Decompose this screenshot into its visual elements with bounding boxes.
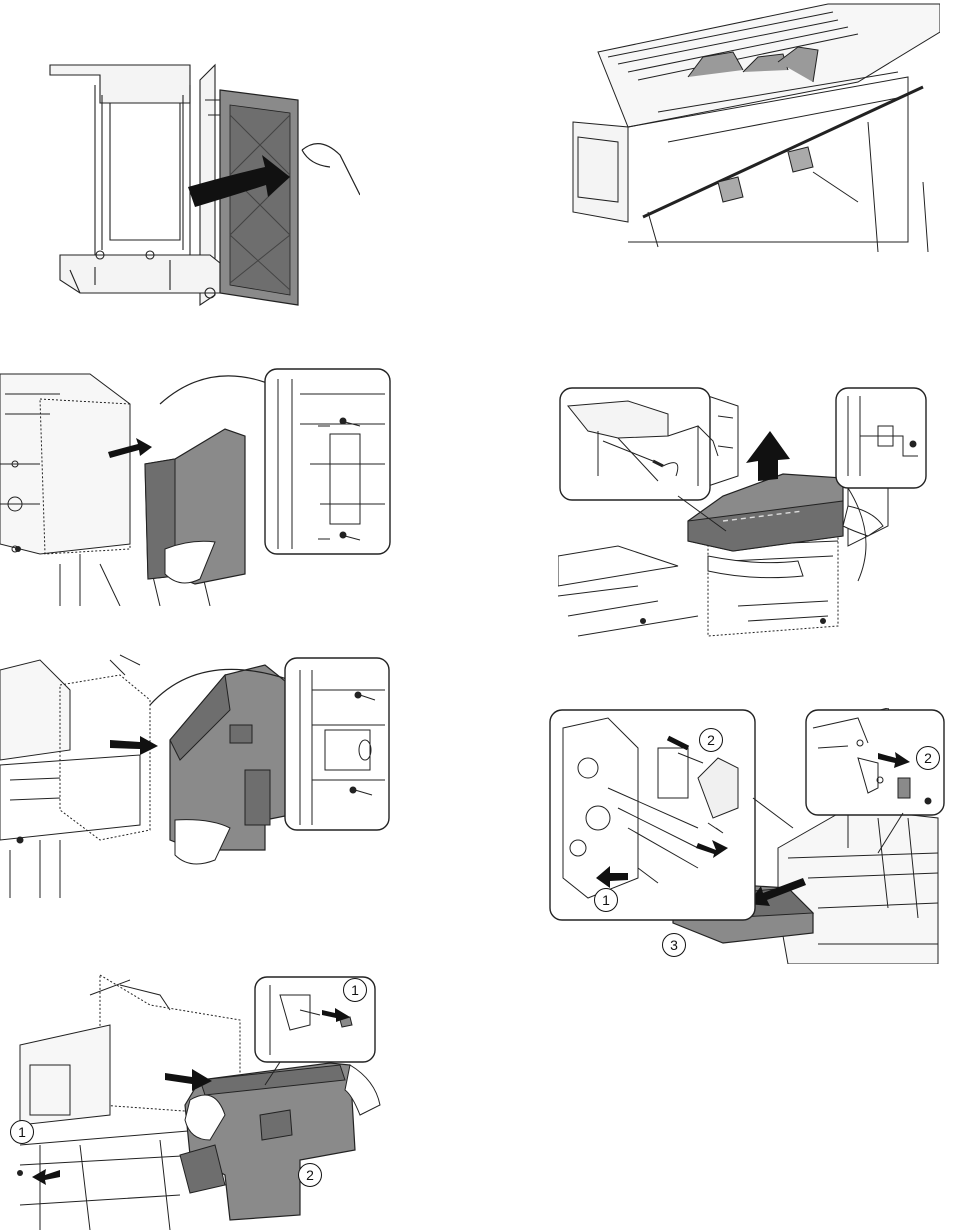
hand-icon xyxy=(175,820,230,864)
fig-roller-shaft xyxy=(568,2,940,260)
rear-cover-illustration xyxy=(0,364,392,606)
door-panel xyxy=(220,90,298,305)
detail-inset xyxy=(285,658,389,830)
screw-icon xyxy=(17,1170,23,1176)
callout-step-1: 1 xyxy=(10,1120,34,1144)
front-cover-illustration xyxy=(0,650,392,898)
tray-illustration xyxy=(548,708,948,964)
fig-remove-rear-cover xyxy=(0,364,392,606)
screw-icon xyxy=(820,618,826,624)
callout-step-2: 2 xyxy=(699,728,723,752)
screw-icon xyxy=(910,441,916,447)
detail-inset xyxy=(550,710,755,920)
fig-remove-tray: 1 2 2 3 xyxy=(548,708,948,964)
open-door-illustration xyxy=(40,55,360,325)
fig-lift-upper-cover xyxy=(558,386,930,642)
fig-remove-lower-cover: 1 1 2 xyxy=(0,965,392,1230)
callout-step-3: 3 xyxy=(662,933,686,957)
roller-shaft-illustration xyxy=(568,2,940,260)
lower-cover-illustration xyxy=(0,965,392,1230)
arrow-icon xyxy=(32,1169,60,1185)
detail-inset xyxy=(265,369,390,554)
screw-icon xyxy=(925,798,931,804)
callout-step-1: 1 xyxy=(343,978,367,1002)
hand-icon xyxy=(302,144,360,195)
screw-icon xyxy=(640,618,646,624)
screw-icon xyxy=(15,546,21,552)
callout-step-2: 2 xyxy=(916,746,940,770)
callout-step-1: 1 xyxy=(594,888,618,912)
upper-cover-illustration xyxy=(558,386,930,642)
arrow-icon xyxy=(110,736,158,755)
fig-remove-front-cover xyxy=(0,650,392,898)
fig-open-door xyxy=(40,55,360,325)
callout-step-2: 2 xyxy=(298,1163,322,1187)
detail-inset xyxy=(836,388,926,488)
